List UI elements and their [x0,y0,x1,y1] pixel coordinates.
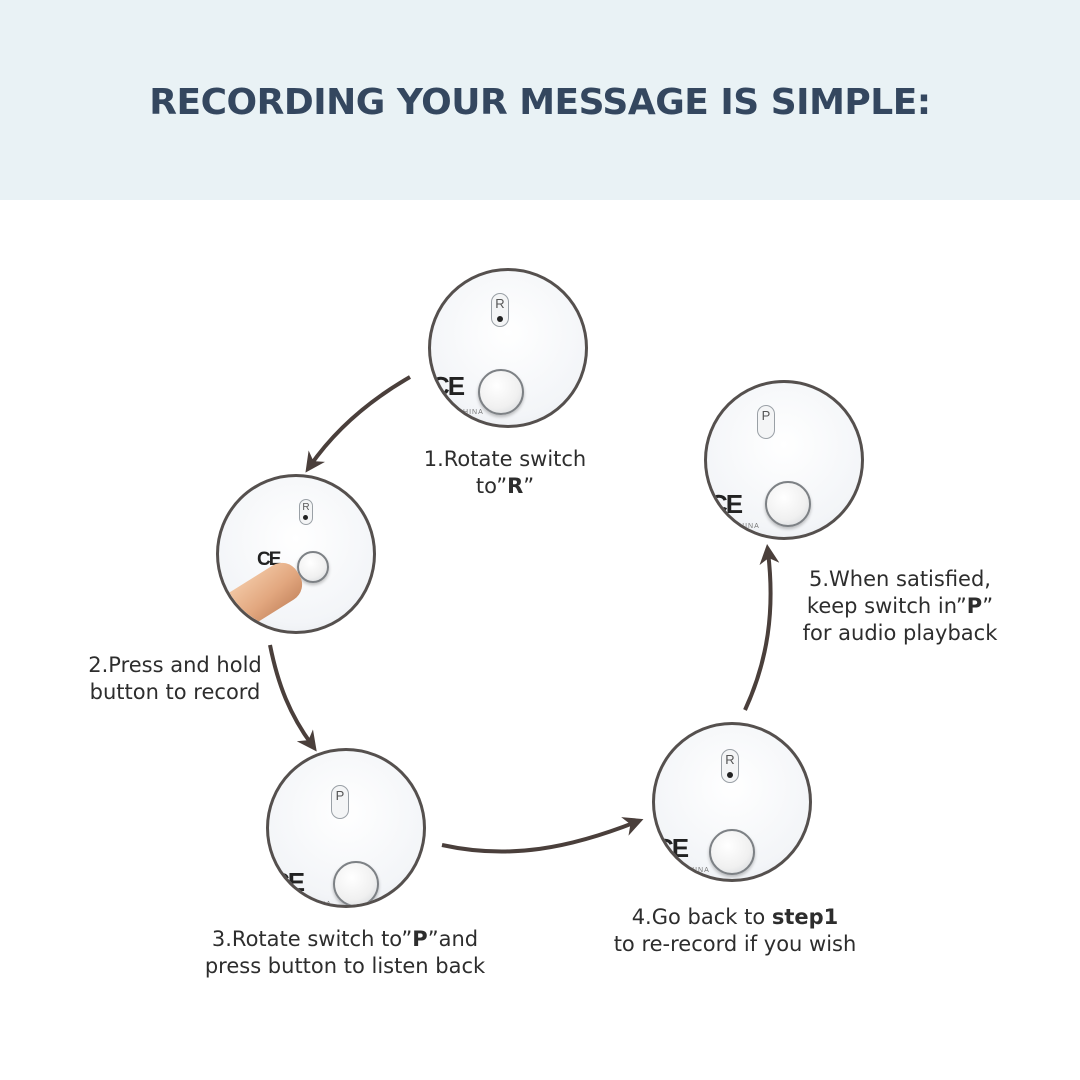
flow-arrows [268,375,780,854]
push-button [765,481,811,527]
made-in-text: CHINA [457,409,484,416]
switch-letter: P [335,788,345,803]
push-button [478,369,524,415]
page-title: RECORDING YOUR MESSAGE IS SIMPLE: [149,82,931,123]
ce-mark: CE [431,371,465,401]
step5-device-photo: P CE CHINA [704,380,864,540]
made-in-text: CHINA [733,523,760,530]
switch-dot [497,316,503,322]
switch-dot [727,772,733,778]
switch-dot [303,515,308,520]
step3-line2: press button to listen back [204,954,486,978]
arrow-step2-to-step3 [268,644,317,752]
switch-slot: P [331,785,349,819]
step2-device-photo: R CE [216,474,376,634]
step3-device-photo: P CE CHINA [266,748,426,908]
step4-label: 4.Go back to step1 to re-record if you w… [575,904,895,958]
made-in-text: CHINA [305,901,332,908]
push-button [709,829,755,875]
step3-line1: 3.Rotate switch to”P”and [211,927,479,951]
steps-diagram: R CE CHINA 1.Rotate switch to”R” R CE 2.… [0,200,1080,1080]
step1-device-photo: R CE CHINA [428,268,588,428]
switch-slot: R [491,293,509,327]
step4-device-photo: R CE CHINA [652,722,812,882]
step4-line2: to re-record if you wish [613,932,857,956]
switch-letter: R [302,502,310,513]
ce-mark: CE [271,867,305,897]
step1-line2: to”R” [475,474,535,498]
push-button [297,551,329,583]
arrow-step4-to-step5 [743,544,780,711]
push-button [333,861,379,905]
step2-line2: button to record [89,680,261,704]
step4-line1: 4.Go back to step1 [631,905,839,929]
arrow-step3-to-step4 [441,817,644,854]
step5-label: 5.When satisfied, keep switch in”P” for … [775,566,1025,647]
switch-letter: P [761,408,771,423]
step2-label: 2.Press and hold button to record [70,652,280,706]
made-in-text: CHINA [683,867,710,874]
step2-line1: 2.Press and hold [88,653,262,677]
switch-slot: R [721,749,739,783]
switch-slot: P [757,405,775,439]
switch-letter: R [495,296,505,311]
header-banner: RECORDING YOUR MESSAGE IS SIMPLE: [0,0,1080,200]
step1-label: 1.Rotate switch to”R” [385,446,625,500]
ce-mark: CE [655,833,689,863]
step5-line3: for audio playback [802,621,998,645]
step5-line2: keep switch in”P” [806,594,994,618]
step3-label: 3.Rotate switch to”P”and press button to… [165,926,525,980]
arrow-step1-to-step2 [305,375,411,473]
ce-mark: CE [709,489,743,519]
step5-line1: 5.When satisfied, [809,567,991,591]
step1-line1: 1.Rotate switch [423,447,587,471]
switch-slot: R [299,499,313,525]
switch-letter: R [725,752,735,767]
